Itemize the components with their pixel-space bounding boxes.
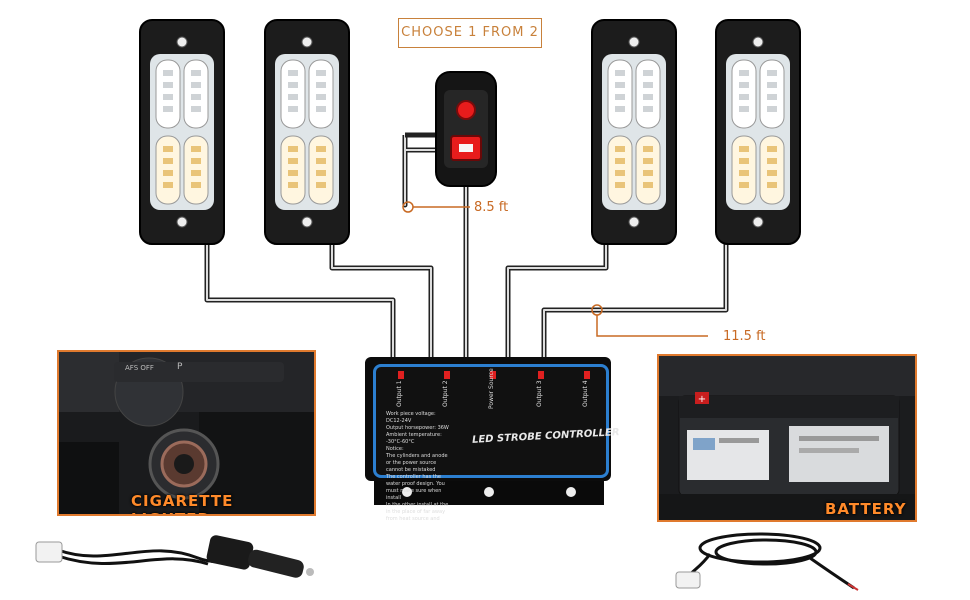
rocker-switch[interactable]: [434, 70, 498, 188]
lighter-plug-cable: [35, 535, 314, 578]
spec-line: The cylinders and anode or the power sou…: [386, 453, 448, 473]
port-output-1: Output 1: [396, 380, 403, 407]
svg-text:+: +: [698, 394, 706, 405]
battery-photo: + BATTERY: [657, 354, 917, 522]
strobe-controller: Output 1 Output 2 Power Source Output 3 …: [365, 357, 620, 522]
switch-cable-length: 8.5 ft: [474, 200, 509, 215]
cigarette-lighter-caption: CIGARETTE LIGHTER: [131, 492, 234, 514]
spec-line: Work piece voltage: DC12-24V: [386, 411, 436, 424]
controller-specs: Work piece voltage: DC12-24V Output hors…: [386, 411, 452, 523]
port-output-2: Output 2: [442, 380, 449, 407]
strobe-light-1: [139, 19, 225, 245]
strobe-light-3: [591, 19, 677, 245]
switch-led-icon: [456, 100, 476, 120]
battery-clip-cable: [675, 532, 859, 591]
strobe-light-4: [715, 19, 801, 245]
controller-title: LED STROBE CONTROLLER: [471, 427, 620, 446]
spec-line: The controller has the water proof desig…: [386, 474, 445, 501]
port-power-source: Power Source: [488, 368, 495, 409]
port-output-3: Output 3: [536, 380, 543, 407]
spec-line: Ambient temperature: -30°C-60°C: [386, 432, 442, 445]
port-output-4: Output 4: [582, 380, 589, 407]
strobe-light-2: [264, 19, 350, 245]
spec-line: Notice:: [386, 446, 404, 452]
controller-panel: Output 1 Output 2 Power Source Output 3 …: [373, 364, 620, 522]
spec-line: In the other install at the in the place…: [386, 502, 449, 522]
light-cable-length: 11.5 ft: [723, 329, 766, 344]
lighter-socket-icon: [59, 352, 314, 514]
spec-line: Output horsepower: 36W: [386, 425, 449, 431]
battery-icon: +: [659, 356, 915, 520]
choose-one-label: CHOOSE 1 FROM 2: [398, 18, 542, 48]
battery-caption: BATTERY: [825, 500, 907, 518]
park-button: P: [177, 362, 183, 372]
cigarette-lighter-photo: AFS OFF P CIGARETTE LIGHTER: [57, 350, 316, 516]
afs-off-button: AFS OFF: [125, 364, 154, 372]
